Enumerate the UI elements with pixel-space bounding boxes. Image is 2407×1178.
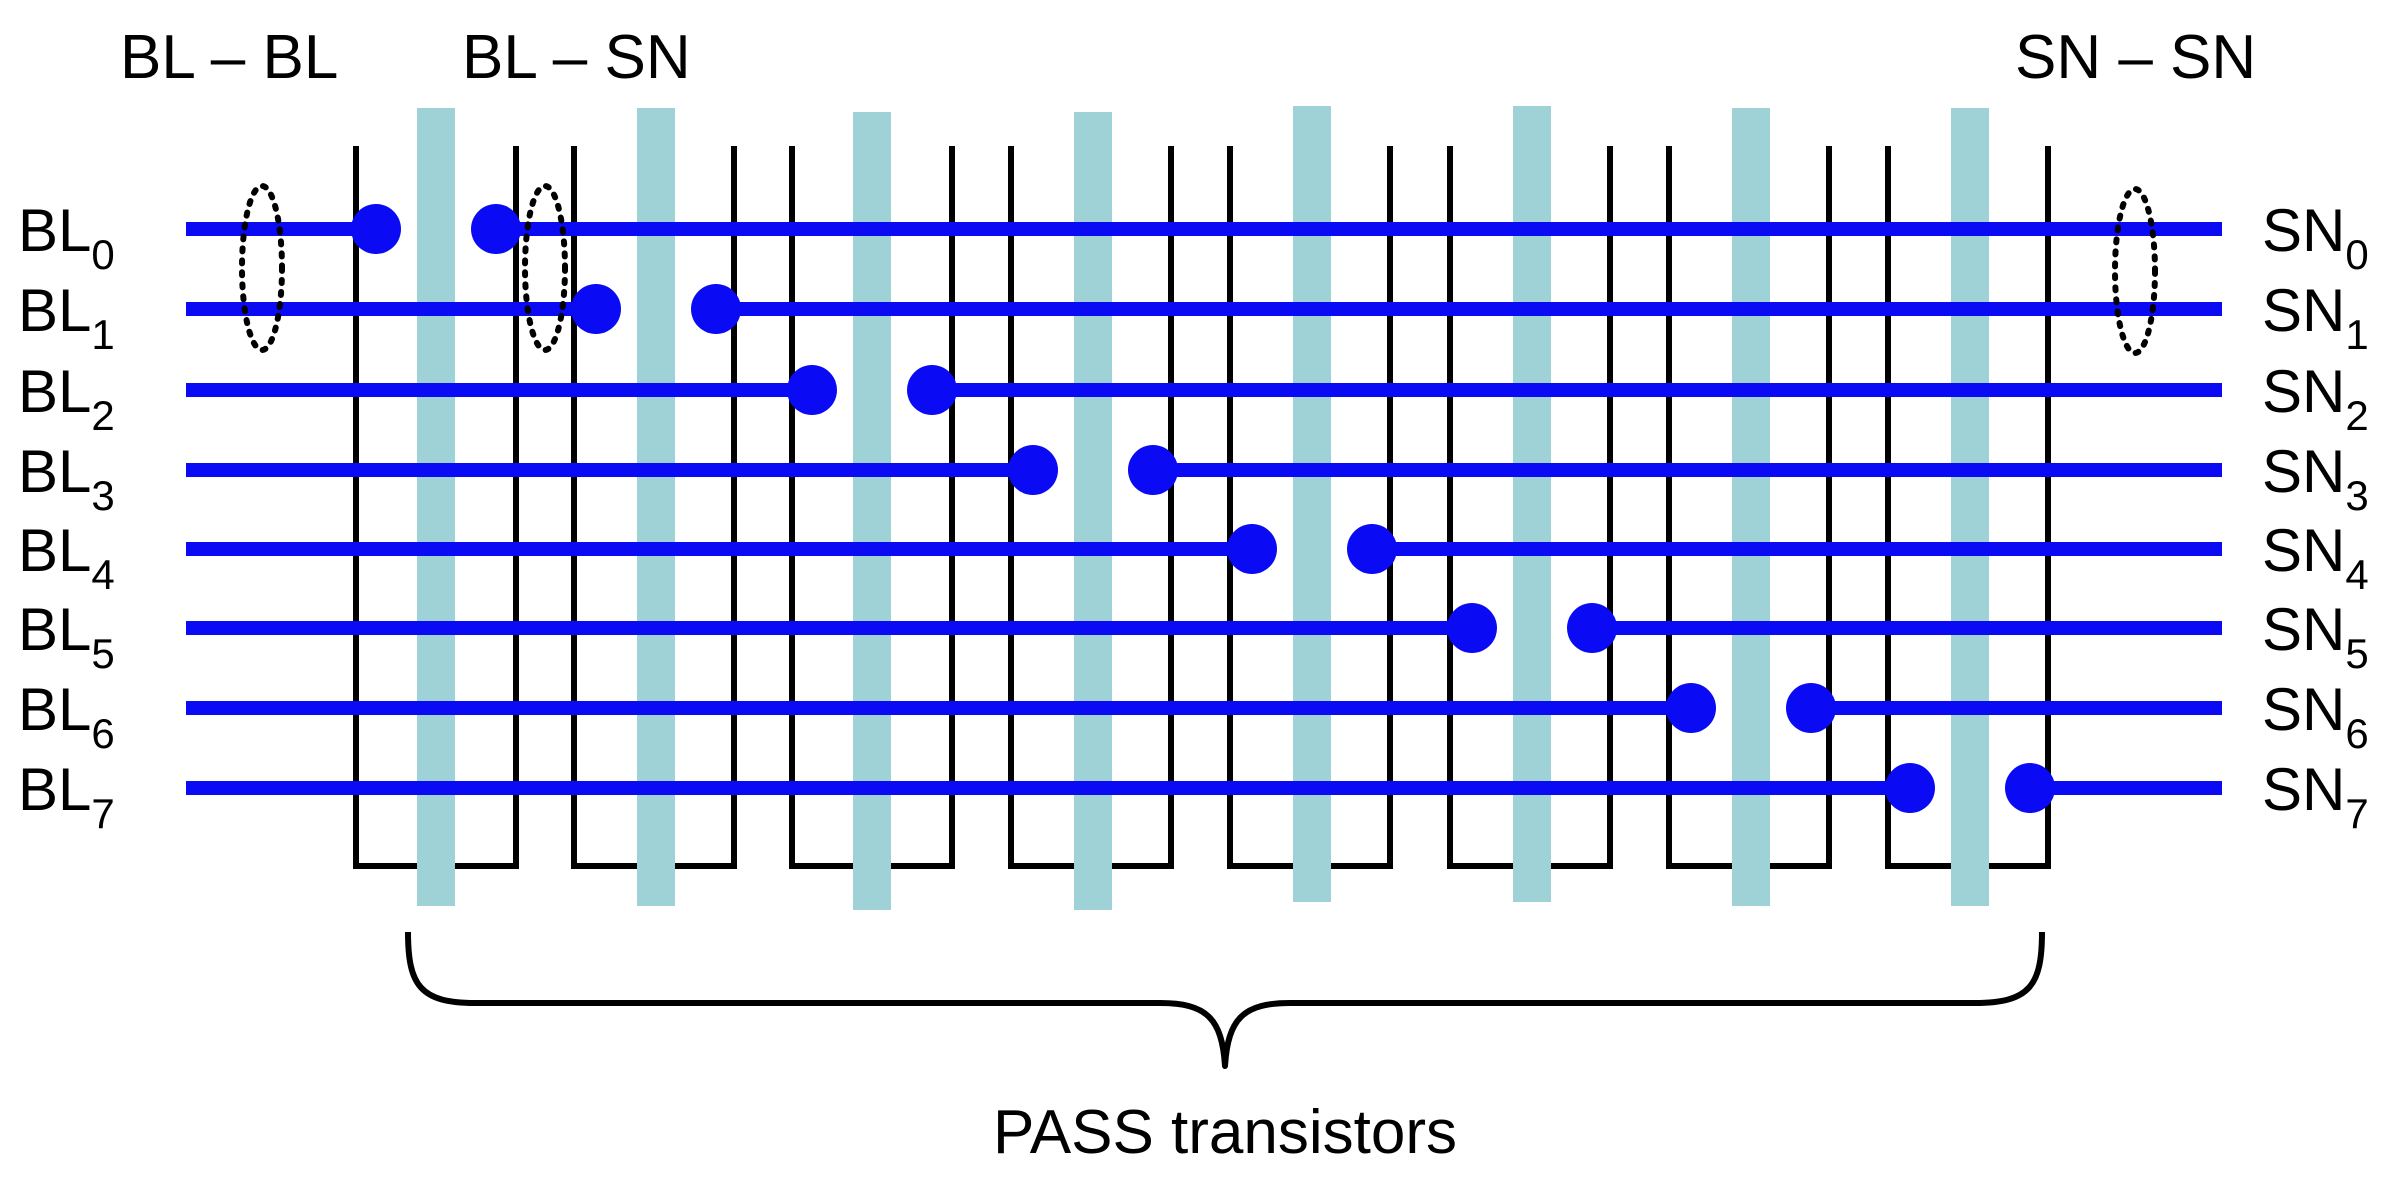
pass-transistor-array [353,106,2051,910]
sense-node-contact-1 [691,284,741,334]
sense-node-contact-7 [2005,763,2055,813]
sense-node-label-5: SN5 [2262,596,2369,677]
row-label-group: BL0BL1BL2BL3BL4BL5BL6BL7SN0SN1SN2SN3SN4S… [18,197,2369,837]
sense-node-contact-4 [1347,524,1397,574]
sense-node-label-4: SN4 [2262,517,2369,598]
sense-node-label-3: SN3 [2262,438,2369,519]
bitline-label-0: BL0 [18,197,115,278]
sense-node-label-6: SN6 [2262,676,2369,757]
label-bl-sn: BL – SN [462,23,691,92]
bitline-contact-0 [351,204,401,254]
sense-node-contact-6 [1786,683,1836,733]
sn-sn-pair-indicator [2112,186,2158,356]
transistor-gate-4 [1293,106,1331,902]
bitline-label-2: BL2 [18,358,115,439]
transistor-gate-6 [1732,108,1770,906]
bitline-label-1: BL1 [18,277,115,358]
transistor-gate-7 [1951,108,1989,906]
transistor-gate-3 [1074,112,1112,910]
bitline-contact-7 [1885,763,1935,813]
bitline-label-7: BL7 [18,756,115,837]
sense-node-contact-0 [471,204,521,254]
sense-node-contact-5 [1567,603,1617,653]
sense-node-label-0: SN0 [2262,197,2369,278]
transistor-gate-5 [1513,106,1551,902]
bitline-contact-5 [1447,603,1497,653]
sense-node-label-1: SN1 [2262,277,2369,358]
signal-line-group [186,204,2222,813]
transistor-gate-0 [417,108,455,906]
transistor-gate-1 [637,108,675,906]
caption-pass-transistors: PASS transistors [993,1098,1457,1167]
bitline-label-5: BL5 [18,596,115,677]
label-sn-sn: SN – SN [2015,23,2256,92]
bitline-contact-6 [1666,683,1716,733]
sense-node-label-2: SN2 [2262,358,2369,439]
bitline-contact-3 [1008,445,1058,495]
bl-bl-pair-indicator [239,183,285,353]
bitline-contact-2 [787,365,837,415]
bitline-contact-1 [571,284,621,334]
bitline-label-6: BL6 [18,676,115,757]
bl-sn-pair-indicator [522,183,568,353]
sense-node-contact-2 [907,365,957,415]
label-bl-bl: BL – BL [120,23,338,92]
sense-node-label-7: SN7 [2262,756,2369,837]
bitline-contact-4 [1227,524,1277,574]
transistor-gate-2 [853,112,891,910]
bitline-label-3: BL3 [18,438,115,519]
bitline-label-4: BL4 [18,517,115,598]
sense-node-contact-3 [1128,445,1178,495]
pass-transistor-brace [405,931,2045,1069]
